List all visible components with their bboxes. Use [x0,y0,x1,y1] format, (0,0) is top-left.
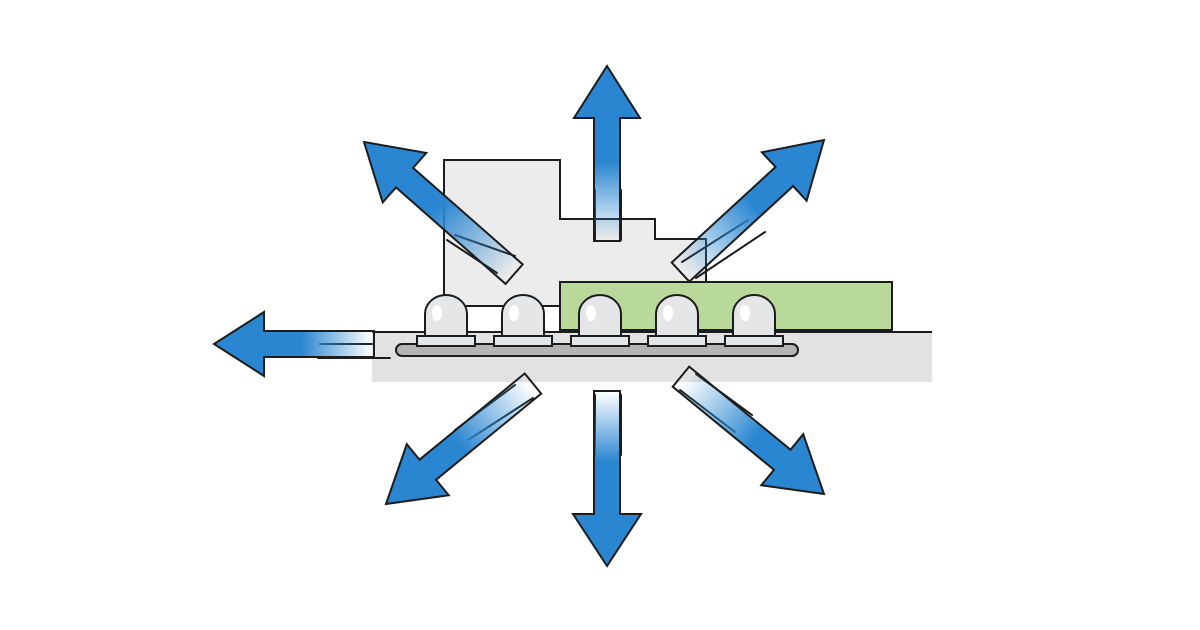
arrow-up-left [362,140,525,286]
led-base [647,335,707,347]
led-group [416,294,784,347]
led-4 [647,294,707,347]
led-dome [732,294,776,337]
led-highlight [740,305,750,321]
led-base [493,335,553,347]
arrow-down [571,390,643,568]
led-1 [416,294,476,347]
arrow-up-right [670,138,826,284]
led-base [416,335,476,347]
led-highlight [432,305,442,321]
led-3 [570,294,630,347]
led-highlight [586,305,596,321]
arrow-down-left [384,372,543,506]
led-dome [501,294,545,337]
led-highlight [663,305,673,321]
led-5 [724,294,784,347]
arrow-down-right [671,365,826,496]
arrow-up [572,64,642,242]
arrow-group [212,64,826,568]
led-base [570,335,630,347]
led-dome [424,294,468,337]
stem-ur-2 [695,231,766,279]
led-highlight [509,305,519,321]
led-base [724,335,784,347]
led-2 [493,294,553,347]
led-dome [578,294,622,337]
arrow-left [212,310,375,378]
led-dome [655,294,699,337]
